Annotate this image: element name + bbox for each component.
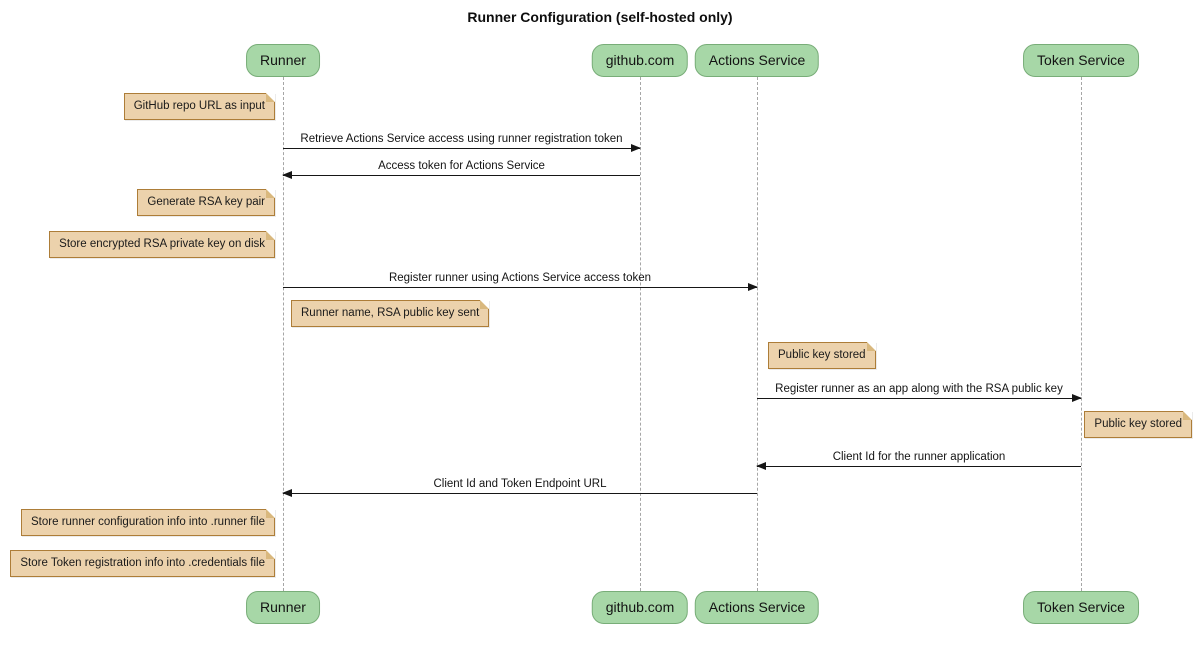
arrowhead-right-icon [1072,394,1082,402]
message-arrow [283,283,758,291]
participant-actions-service-bottom: Actions Service [694,591,820,624]
arrowhead-left-icon [282,171,292,179]
message-arrow [757,394,1082,402]
lifeline-runner [283,77,284,591]
participant-token-service-top: Token Service [1023,44,1139,77]
note-runner-name-sent: Runner name, RSA public key sent [291,300,490,327]
participant-github-top: github.com [591,44,689,77]
participant-actions-service-top: Actions Service [694,44,820,77]
note-public-key-actions: Public key stored [768,342,876,369]
message-arrow [282,171,640,179]
note-github-repo-url: GitHub repo URL as input [123,93,276,120]
message-access-token: Access token for Actions Service [282,159,640,179]
arrowhead-right-icon [631,144,641,152]
diagram-title: Runner Configuration (self-hosted only) [467,9,733,25]
note-store-runner-file: Store runner configuration info into .ru… [21,509,275,536]
message-label: Access token for Actions Service [378,160,545,172]
message-retrieve-actions-access: Retrieve Actions Service access using ru… [283,132,641,152]
message-label: Register runner as an app along with the… [775,383,1063,395]
message-label: Client Id and Token Endpoint URL [433,478,607,490]
lifeline-token-service [1081,77,1082,591]
arrowhead-left-icon [282,489,292,497]
message-client-id-endpoint: Client Id and Token Endpoint URL [282,477,757,497]
message-label: Retrieve Actions Service access using ru… [300,133,623,145]
note-generate-rsa: Generate RSA key pair [137,189,275,216]
message-client-id: Client Id for the runner application [756,450,1081,470]
arrowhead-left-icon [756,462,766,470]
participant-token-service-bottom: Token Service [1023,591,1139,624]
note-public-key-token: Public key stored [1084,411,1192,438]
message-label: Client Id for the runner application [832,451,1006,463]
note-store-credentials: Store Token registration info into .cred… [10,550,275,577]
message-arrow [756,462,1081,470]
arrowhead-right-icon [748,283,758,291]
message-register-runner: Register runner using Actions Service ac… [283,271,758,291]
message-arrow [283,144,641,152]
message-register-runner-app: Register runner as an app along with the… [757,382,1082,402]
message-label: Register runner using Actions Service ac… [388,272,652,284]
message-arrow [282,489,757,497]
note-store-private-key: Store encrypted RSA private key on disk [49,231,275,258]
participant-github-bottom: github.com [591,591,689,624]
participant-runner-top: Runner [246,44,320,77]
lifeline-github [640,77,641,591]
participant-runner-bottom: Runner [246,591,320,624]
lifeline-actions-service [757,77,758,591]
